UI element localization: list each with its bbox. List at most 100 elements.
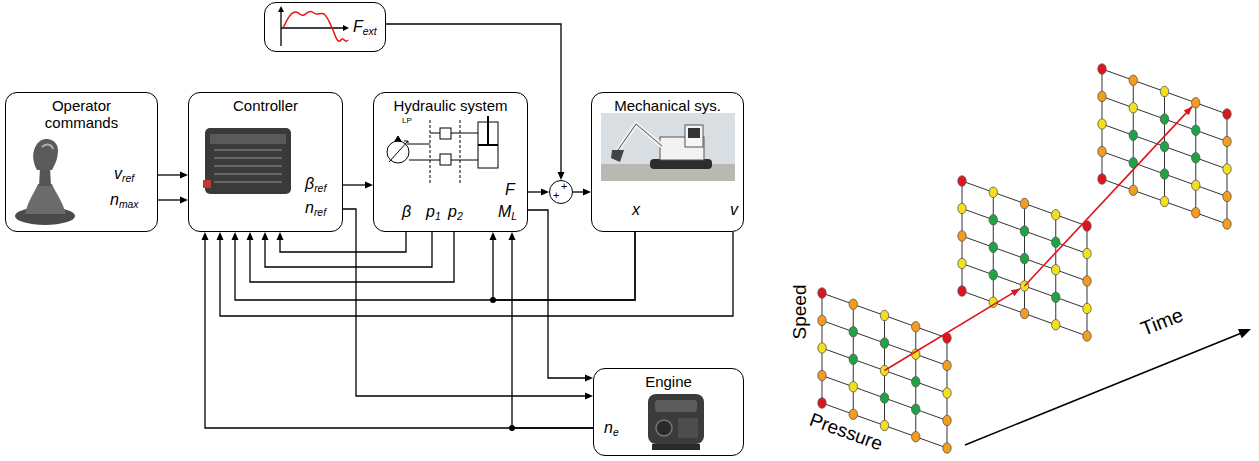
signal-connector (573, 189, 591, 196)
engine-picture-part (655, 400, 697, 412)
connector-line (343, 209, 587, 396)
grid-point (1083, 303, 1091, 313)
grid-point (1192, 153, 1200, 163)
grid-line (822, 293, 947, 338)
controller-picture-part (214, 157, 282, 159)
grid-point (1223, 191, 1231, 201)
arrowhead (180, 172, 188, 179)
engine-picture-part (656, 420, 672, 436)
input-box: Operator commandsvrefnmax (5, 92, 158, 232)
hydraulic-schematic (387, 116, 498, 184)
arrowhead (180, 197, 188, 204)
arrowhead (247, 232, 254, 240)
grid-point (912, 322, 920, 332)
signal-name-part: ext (363, 26, 377, 37)
grid-point (1129, 103, 1137, 113)
signal-connector (528, 189, 549, 196)
signal-name: vref (114, 165, 134, 183)
signal-name-part: L (511, 211, 517, 222)
grid-point (1052, 210, 1060, 220)
grid-point (1098, 91, 1106, 101)
grid-plane (958, 176, 1091, 341)
grid-point (1192, 208, 1200, 218)
grid-point (1129, 75, 1137, 85)
connector-line (205, 238, 593, 428)
engine-picture-part (648, 394, 704, 444)
signal-name-part: 1 (435, 211, 441, 222)
signal-name-part: ref (314, 183, 326, 194)
grid-point (818, 288, 826, 298)
grid-point (1020, 226, 1028, 236)
grid-point (943, 415, 951, 425)
hydraulic-schematic-part (430, 133, 440, 134)
hydraulic-box: Hydraulic systemFβp1p2ML (373, 92, 528, 232)
grid-point (958, 231, 966, 241)
controller-picture-part (203, 180, 211, 188)
grid-point (958, 286, 966, 296)
controller-picture-part (214, 149, 282, 151)
arrowhead (585, 375, 593, 382)
grid-point (1129, 130, 1137, 140)
hydraulic-schematic-part (440, 154, 451, 165)
grid-point (818, 398, 826, 408)
arrowhead (232, 232, 239, 240)
grid-point (1083, 331, 1091, 341)
signal-name-part: ref (122, 173, 134, 184)
axis-label: Speed (789, 285, 811, 340)
grid-point (989, 187, 997, 197)
grid-point (1160, 114, 1168, 124)
arrowhead (365, 182, 373, 189)
controller-picture-part (214, 165, 282, 167)
grid-point (849, 327, 857, 337)
hydraulic-schematic-part (440, 128, 451, 139)
signal-connector (528, 210, 593, 382)
signal-name: ML (498, 203, 517, 221)
grid-point (1052, 292, 1060, 302)
controller-box: Controllerβrefnref (188, 92, 343, 232)
connector-line (528, 210, 587, 378)
grid-point (943, 443, 951, 453)
grid-line (1102, 69, 1227, 114)
signal-name: Fext (353, 18, 377, 36)
grid-point (1223, 219, 1231, 229)
signal-connector (202, 232, 594, 428)
grid-point (958, 176, 966, 186)
grid-point (1020, 308, 1028, 318)
joystick-picture (15, 139, 75, 225)
grid-point (818, 370, 826, 380)
trajectory-arrowhead (1184, 106, 1193, 115)
connector-line (250, 232, 454, 282)
excavator-photo-part (618, 124, 662, 150)
signal-name: ne (604, 419, 619, 437)
hydraulic-schematic-part (451, 160, 478, 161)
signal-name: p2 (448, 203, 463, 221)
grid-point (818, 343, 826, 353)
hydraulic-schematic-part (460, 120, 461, 184)
signal-connector (247, 232, 455, 282)
signal-name: βref (305, 175, 326, 193)
grid-point (849, 354, 857, 364)
grid-point (1192, 180, 1200, 190)
connector-line (235, 232, 635, 300)
arrowhead (541, 189, 549, 196)
grid-point (1020, 198, 1028, 208)
grid-line (962, 209, 1087, 254)
grid-point (1129, 185, 1137, 195)
box-title: Operator commands (6, 97, 157, 132)
engine-box: Enginene (593, 368, 744, 456)
grid-point (1098, 174, 1106, 184)
hydraulic-schematic-part (404, 141, 408, 145)
axis-label: Pressure (807, 409, 886, 456)
grid-point (1192, 98, 1200, 108)
connector-line (280, 232, 406, 252)
disturbance-box: Fext (264, 2, 386, 52)
connector-line (343, 184, 367, 185)
signal-name-part: ref (314, 207, 326, 218)
mechanical-box: Mechanical sys.xv (591, 92, 744, 232)
grid-line (1102, 97, 1227, 142)
hydraulic-schematic-part (409, 160, 430, 161)
grid-point (989, 242, 997, 252)
grid-point (1192, 125, 1200, 135)
